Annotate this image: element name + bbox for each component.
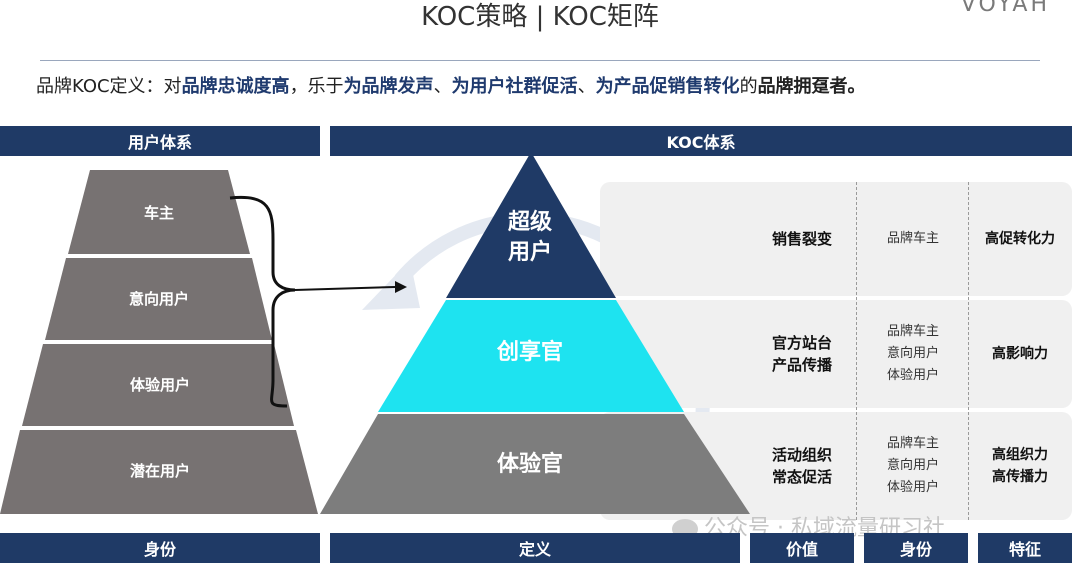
user-system-funnel xyxy=(0,170,318,514)
row-2-feature: 高影响力 xyxy=(970,300,1070,408)
tier-shape-1 xyxy=(68,170,250,254)
row-2-value-line-1: 官方站台 xyxy=(771,334,832,352)
row-2-value-line-2: 产品传播 xyxy=(771,356,832,374)
row-3-identity-line-2: 意向用户 xyxy=(886,458,939,473)
row-1-value: 销售裂变 xyxy=(750,182,854,296)
row-1-identity: 品牌车主 xyxy=(858,182,968,296)
row-3-identity-line-1: 品牌车主 xyxy=(886,436,939,451)
tier-intent-user: 意向用户 xyxy=(128,289,189,308)
pyramid-label-creator: 创享官 xyxy=(496,340,563,365)
row-1-value-line-1: 销售裂变 xyxy=(771,230,832,248)
row-3-feature-line-2: 高传播力 xyxy=(992,469,1048,485)
pyramid-label-experiencer: 体验官 xyxy=(496,452,563,477)
tier-shape-3 xyxy=(22,344,294,426)
row-2-identity-line-2: 意向用户 xyxy=(886,346,939,361)
tier-shape-2 xyxy=(45,258,272,340)
brand-logo: VOYAH xyxy=(960,0,1050,17)
page-title: KOC策略 | KOC矩阵 xyxy=(421,2,659,32)
koc-row-bg-1 xyxy=(600,182,1072,296)
koc-system-header: KOC体系 xyxy=(330,126,1072,156)
row-3-identity: 品牌车主 意向用户 体验用户 xyxy=(858,412,968,520)
koc-row-bg-2 xyxy=(600,300,1072,408)
row-2-identity-line-3: 体验用户 xyxy=(886,368,939,383)
tier-owner: 车主 xyxy=(143,203,174,222)
user-system-header: 用户体系 xyxy=(0,126,320,156)
definition-highlight-3: 为用户社群促活 xyxy=(451,76,578,97)
row-2-value: 官方站台 产品传播 xyxy=(750,300,854,408)
row-2-feature-line-1: 高影响力 xyxy=(992,346,1048,362)
column-divider-1 xyxy=(856,182,857,520)
definition-sep-3: 、 xyxy=(577,76,596,97)
title-divider xyxy=(40,60,1040,61)
super-user-line-2: 用户 xyxy=(507,240,552,265)
row-3-value-line-2: 常态促活 xyxy=(771,468,832,486)
definition-highlight-2: 为品牌发声 xyxy=(343,76,434,97)
pyramid-bottom-shape xyxy=(320,414,750,514)
row-3-feature-line-1: 高组织力 xyxy=(992,447,1048,463)
koc-definition: 品牌KOC定义：对品牌忠诚度高，乐于为品牌发声、为用户社群促活、为产品促销售转化… xyxy=(36,72,866,98)
row-1-identity-line-1: 品牌车主 xyxy=(886,231,939,246)
definition-tail: 品牌拥趸者。 xyxy=(757,76,866,97)
row-2-identity-line-1: 品牌车主 xyxy=(886,324,939,339)
column-divider-2 xyxy=(968,182,969,520)
koc-pyramid xyxy=(320,152,750,514)
row-3-feature: 高组织力 高传播力 xyxy=(970,412,1070,520)
definition-highlight-4: 为产品促销售转化 xyxy=(595,76,740,97)
row-2-identity: 品牌车主 意向用户 体验用户 xyxy=(858,300,968,408)
pyramid-middle-shape xyxy=(378,300,684,412)
tier-shape-4 xyxy=(0,430,318,514)
pyramid-top-shape xyxy=(446,152,616,298)
footer-feature: 特征 xyxy=(978,533,1072,563)
definition-prefix: 品牌KOC定义：对 xyxy=(36,76,182,97)
brace-arrow xyxy=(229,195,407,408)
row-3-value: 活动组织 常态促活 xyxy=(750,412,854,520)
definition-highlight-1: 品牌忠诚度高 xyxy=(181,76,290,97)
row-3-value-line-1: 活动组织 xyxy=(771,446,832,464)
tier-potential-user: 潜在用户 xyxy=(129,461,190,480)
footer-identity-right: 身份 xyxy=(864,533,968,563)
definition-mid: 的 xyxy=(739,76,758,97)
definition-sep-1: ，乐于 xyxy=(289,76,344,97)
row-1-feature-line-1: 高促转化力 xyxy=(985,231,1055,247)
footer-value: 价值 xyxy=(750,533,854,563)
footer-identity-left: 身份 xyxy=(0,533,320,563)
row-3-identity-line-3: 体验用户 xyxy=(886,480,939,495)
pyramid-label-super-user: 超级 用户 xyxy=(480,208,580,268)
footer-definition: 定义 xyxy=(330,533,740,563)
super-user-line-1: 超级 xyxy=(507,210,552,235)
definition-sep-2: 、 xyxy=(433,76,452,97)
tier-trial-user: 体验用户 xyxy=(129,375,190,394)
row-1-feature: 高促转化力 xyxy=(970,182,1070,296)
